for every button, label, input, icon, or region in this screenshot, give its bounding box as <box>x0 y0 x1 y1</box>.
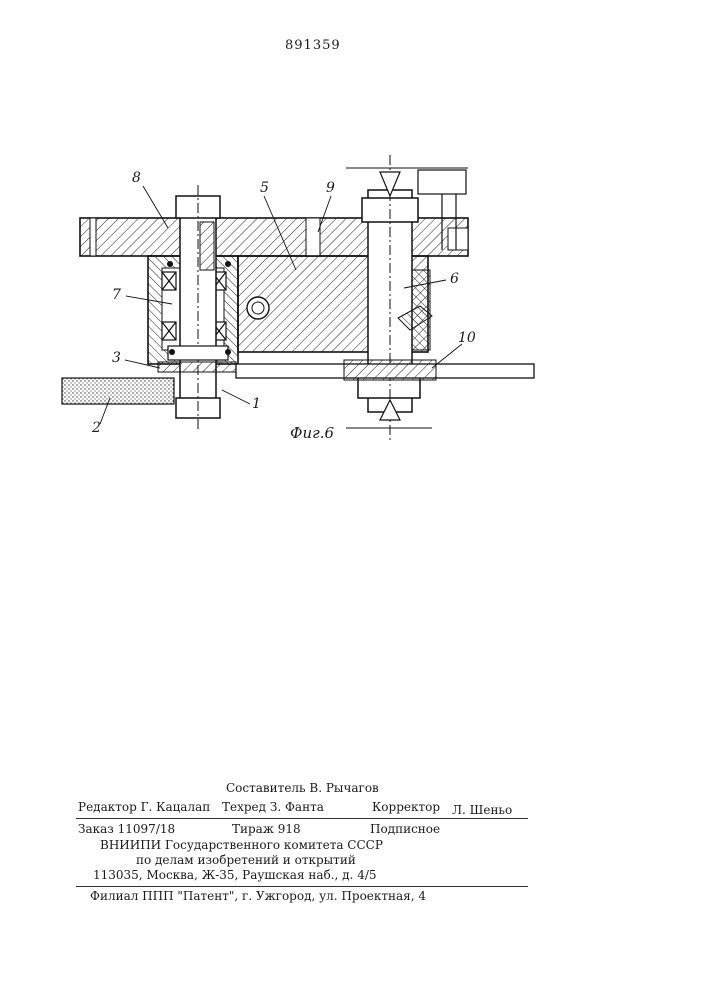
label-7: 7 <box>112 287 121 303</box>
imprint-corrector-name: Л. Шеньо <box>452 803 512 817</box>
label-9: 9 <box>326 180 335 196</box>
imprint-branch: Филиал ППП "Патент", г. Ужгород, ул. Про… <box>90 889 426 903</box>
imprint-subscription: Подписное <box>370 822 440 836</box>
technical-drawing: 8 9 5 6 7 10 3 1 2 Фиг.6 <box>0 0 707 480</box>
label-8: 8 <box>132 170 141 186</box>
imprint-order: Заказ 11097/18 <box>78 822 175 836</box>
imprint-editor: Редактор Г. Кацалап <box>78 800 210 814</box>
imprint-org-address: 113035, Москва, Ж-35, Раушская наб., д. … <box>93 868 377 882</box>
imprint-compiler: Составитель В. Рычагов <box>226 781 379 795</box>
label-5: 5 <box>260 180 269 196</box>
workpiece-2 <box>62 378 174 404</box>
imprint-techred: Техред З. Фанта <box>222 800 324 814</box>
label-1: 1 <box>252 396 261 412</box>
label-2: 2 <box>91 420 101 436</box>
imprint-divider-top <box>76 818 528 819</box>
label-10: 10 <box>458 330 476 346</box>
imprint-corrector-label: Корректор <box>372 800 440 814</box>
imprint-org-line1: ВНИИПИ Государственного комитета СССР <box>100 838 383 852</box>
figure-caption: Фиг.6 <box>290 424 334 442</box>
washer-3 <box>158 362 236 372</box>
imprint-circulation: Тираж 918 <box>232 822 301 836</box>
label-6: 6 <box>450 271 459 287</box>
imprint-org-line2: по делам изобретений и открытий <box>136 853 356 867</box>
label-3: 3 <box>112 350 121 366</box>
imprint-divider-bottom <box>76 886 528 887</box>
